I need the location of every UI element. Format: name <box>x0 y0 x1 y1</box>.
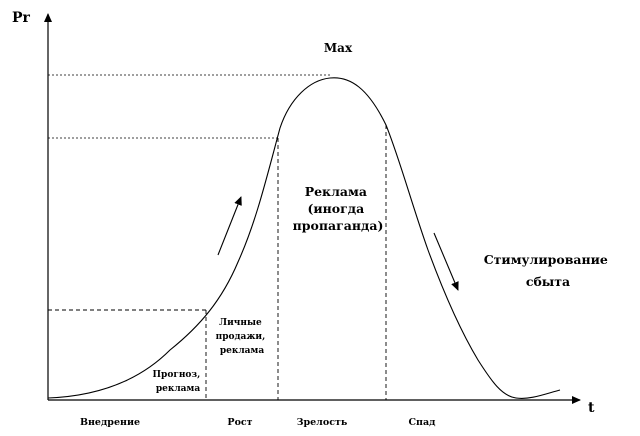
decline-annotation: Стимулирование сбыта <box>484 252 613 289</box>
intro-annotation: Прогноз, реклама <box>153 370 204 394</box>
decline-annotation-line: Стимулирование <box>484 252 608 267</box>
decline-direction-arrow <box>433 232 459 291</box>
stage-label-growth: Рост <box>227 417 252 428</box>
stage-label-intro: Внедрение <box>80 417 140 428</box>
maturity-annotation-line: (иногда <box>307 201 364 216</box>
intro-annotation-line: Прогноз, <box>153 370 201 380</box>
intro-annotation-line: реклама <box>156 384 201 394</box>
maturity-annotation: Реклама (иногда пропаганда) <box>293 184 384 233</box>
decline-annotation-line: сбыта <box>526 274 570 289</box>
peak-label: Max <box>324 41 353 55</box>
growth-direction-arrow <box>217 196 242 256</box>
growth-annotation-line: Личные <box>219 318 262 328</box>
maturity-annotation-line: пропаганда) <box>293 218 384 233</box>
maturity-annotation-line: Реклама <box>305 184 367 199</box>
growth-annotation: Личные продажи, реклама <box>216 318 269 356</box>
stage-label-decline: Спад <box>408 417 435 428</box>
lifecycle-curve <box>47 77 561 399</box>
y-axis-label: Pr <box>12 10 31 26</box>
growth-annotation-line: реклама <box>220 346 265 356</box>
growth-annotation-line: продажи, <box>216 332 266 342</box>
x-axis-label: t <box>588 400 595 416</box>
stage-label-maturity: Зрелость <box>297 417 348 428</box>
